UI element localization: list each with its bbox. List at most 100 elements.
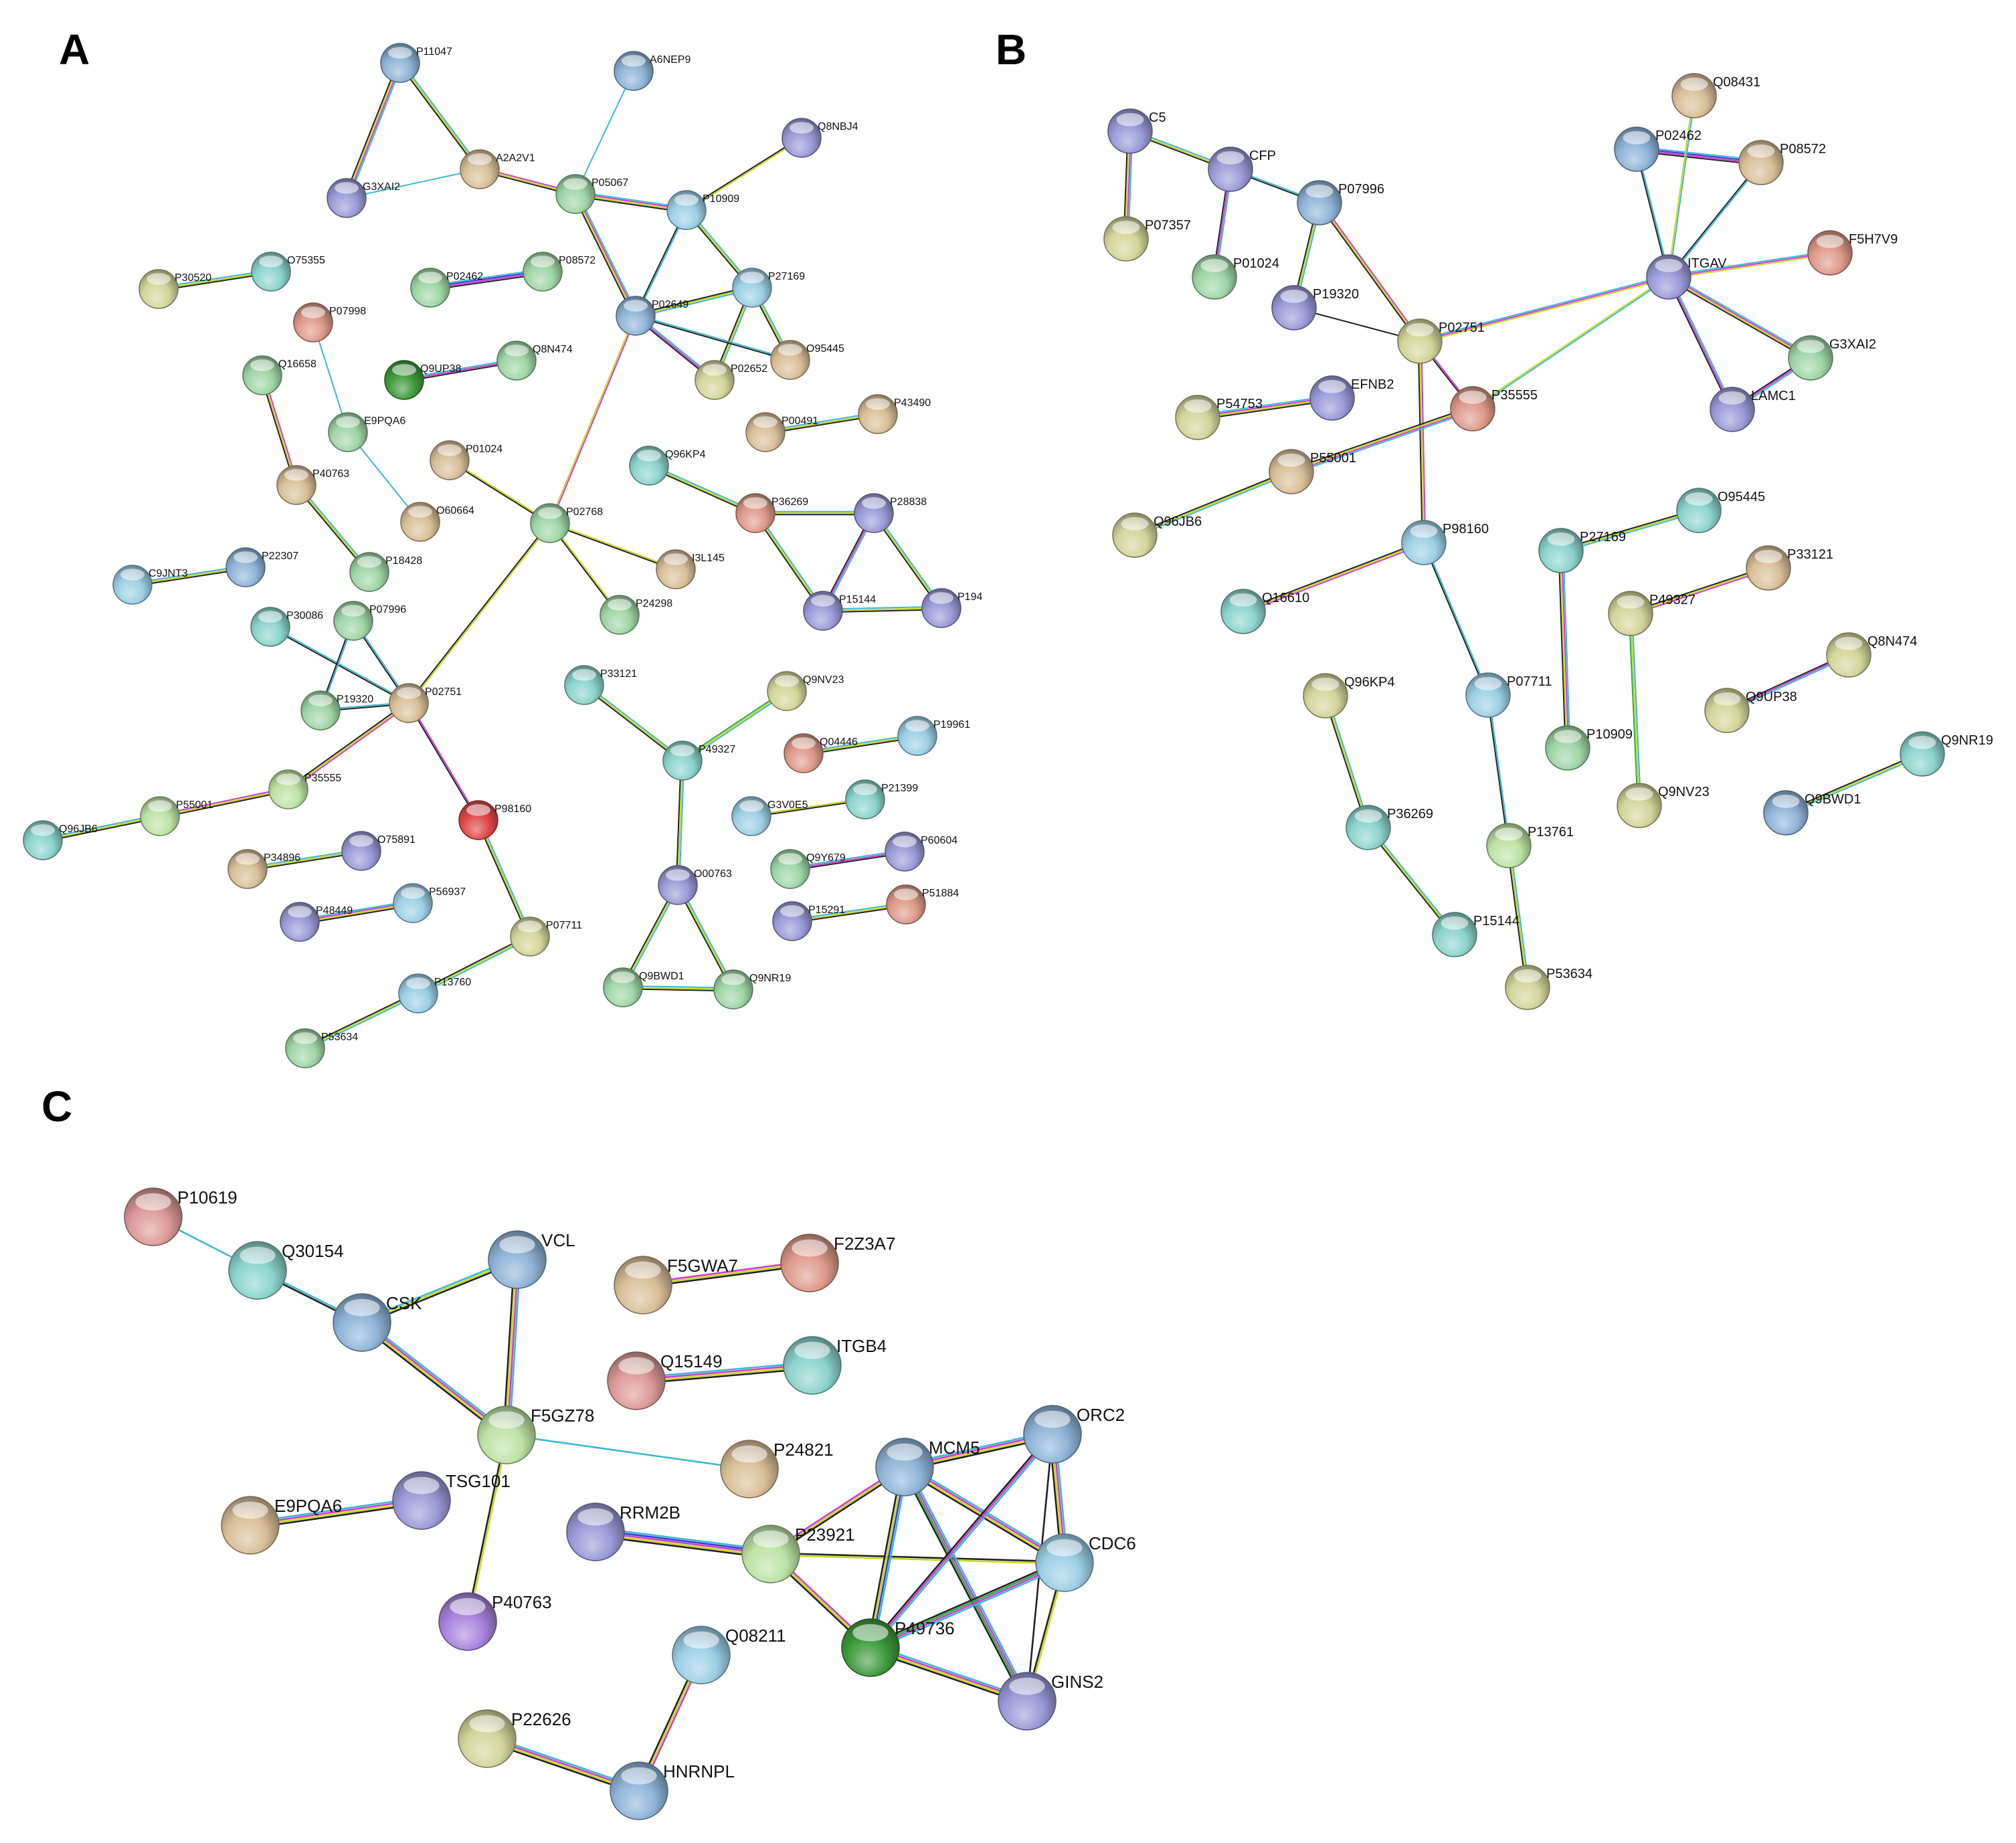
node-g3xai2[interactable]: G3XAI2 (327, 178, 400, 218)
node-p07357[interactable]: P07357 (1103, 216, 1191, 262)
node-a6nep9[interactable]: A6NEP9 (614, 51, 691, 91)
node-hnrnpl[interactable]: HNRNPL (610, 1761, 735, 1820)
node-p18428[interactable]: P18428 (349, 552, 422, 592)
node-p55001[interactable]: P55001 (140, 796, 213, 836)
node-p40763[interactable]: P40763 (438, 1592, 552, 1651)
node-p02649[interactable]: P02649 (616, 296, 689, 336)
node-f2z3a7[interactable]: F2Z3A7 (780, 1234, 896, 1292)
node-p49327[interactable]: P49327 (1608, 591, 1696, 636)
node-q8n474[interactable]: Q8N474 (496, 341, 573, 381)
node-p36269[interactable]: P36269 (735, 493, 808, 533)
node-orc2[interactable]: ORC2 (1023, 1405, 1125, 1464)
node-i3l145[interactable]: I3L145 (656, 549, 725, 589)
node-p00491[interactable]: P00491 (745, 412, 818, 452)
node-csk[interactable]: CSK (333, 1293, 422, 1352)
node-p02652[interactable]: P02652 (695, 360, 767, 400)
node-p28838[interactable]: P28838 (854, 493, 927, 533)
node-p49327[interactable]: P49327 (662, 741, 735, 781)
node-p27169[interactable]: P27169 (732, 268, 805, 308)
node-itgav[interactable]: ITGAV (1646, 254, 1727, 300)
node-p11047[interactable]: P11047 (380, 43, 452, 83)
node-f5gz78[interactable]: F5GZ78 (477, 1405, 594, 1464)
node-vcl[interactable]: VCL (488, 1230, 575, 1289)
node-p19320[interactable]: P19320 (300, 690, 373, 731)
node-gins2[interactable]: GINS2 (998, 1672, 1103, 1731)
node-p33121[interactable]: P33121 (564, 665, 637, 705)
node-p07711[interactable]: P07711 (1465, 672, 1552, 718)
node-p194[interactable]: P194 (921, 588, 982, 628)
node-p43490[interactable]: P43490 (858, 394, 931, 434)
node-p02768[interactable]: P02768 (530, 503, 603, 543)
node-p24821[interactable]: P24821 (720, 1440, 834, 1498)
node-p22307[interactable]: P22307 (225, 547, 298, 587)
node-p19320[interactable]: P19320 (1271, 285, 1359, 330)
node-p60604[interactable]: P60604 (885, 832, 957, 872)
node-p23921[interactable]: P23921 (741, 1525, 855, 1583)
node-q9nv23[interactable]: Q9NV23 (1617, 783, 1710, 828)
node-a2a2v1[interactable]: A2A2V1 (460, 149, 535, 189)
node-q96kp4[interactable]: Q96KP4 (1303, 673, 1395, 718)
node-p30086[interactable]: P30086 (250, 607, 323, 647)
node-p53634[interactable]: P53634 (285, 1028, 358, 1068)
node-e9pqa6[interactable]: E9PQA6 (221, 1496, 342, 1555)
node-cdc6[interactable]: CDC6 (1035, 1533, 1136, 1592)
node-p07998[interactable]: P07998 (293, 302, 366, 343)
node-p35555[interactable]: P35555 (1450, 386, 1538, 431)
node-p01024[interactable]: P01024 (430, 440, 502, 480)
node-q9nv23[interactable]: Q9NV23 (767, 671, 844, 711)
node-p08572[interactable]: P08572 (1738, 140, 1826, 185)
node-p01024[interactable]: P01024 (1192, 254, 1279, 300)
node-p48449[interactable]: P48449 (280, 902, 353, 942)
node-q08211[interactable]: Q08211 (672, 1626, 786, 1684)
node-efnb2[interactable]: EFNB2 (1309, 375, 1394, 421)
node-p15144[interactable]: P15144 (1432, 912, 1520, 957)
node-p40763[interactable]: P40763 (276, 465, 349, 505)
node-q30154[interactable]: Q30154 (228, 1241, 344, 1300)
node-p55001[interactable]: P55001 (1269, 449, 1356, 494)
node-p24298[interactable]: P24298 (600, 595, 672, 635)
node-q9up38[interactable]: Q9UP38 (384, 360, 461, 400)
node-p10909[interactable]: P10909 (1545, 725, 1633, 771)
node-itgb4[interactable]: ITGB4 (783, 1336, 887, 1395)
node-c5[interactable]: C5 (1107, 108, 1166, 154)
node-o00763[interactable]: O00763 (658, 865, 732, 905)
node-o75355[interactable]: O75355 (251, 252, 325, 292)
node-lamc1[interactable]: LAMC1 (1710, 387, 1796, 432)
node-p34896[interactable]: P34896 (227, 849, 300, 889)
node-p02462[interactable]: P02462 (1614, 126, 1702, 172)
node-p19961[interactable]: P19961 (897, 716, 970, 756)
node-p02751[interactable]: P02751 (389, 683, 462, 723)
node-p54753[interactable]: P54753 (1175, 395, 1263, 440)
node-p10619[interactable]: P10619 (124, 1187, 238, 1246)
node-p08572[interactable]: P08572 (523, 252, 595, 292)
node-p07996[interactable]: P07996 (333, 601, 406, 641)
node-o75891[interactable]: O75891 (341, 831, 416, 871)
node-q08431[interactable]: Q08431 (1671, 73, 1760, 118)
node-p10909[interactable]: P10909 (666, 190, 739, 230)
node-p98160[interactable]: P98160 (458, 800, 531, 840)
node-f5h7v9[interactable]: F5H7V9 (1807, 230, 1898, 276)
node-g3xai2[interactable]: G3XAI2 (1788, 335, 1876, 381)
node-p02751[interactable]: P02751 (1397, 318, 1485, 364)
node-p56937[interactable]: P56937 (393, 883, 466, 923)
node-p27169[interactable]: P27169 (1538, 528, 1626, 573)
node-q9y679[interactable]: Q9Y679 (770, 849, 846, 889)
node-q9bwd1[interactable]: Q9BWD1 (1763, 790, 1861, 836)
node-q8nbj4[interactable]: Q8NBJ4 (782, 118, 858, 158)
node-p51884[interactable]: P51884 (886, 884, 959, 925)
node-p13761[interactable]: P13761 (1486, 823, 1574, 868)
node-q96jb6[interactable]: Q96JB6 (23, 820, 98, 860)
node-p02462[interactable]: P02462 (410, 268, 483, 308)
node-p98160[interactable]: P98160 (1401, 520, 1489, 565)
node-p07996[interactable]: P07996 (1297, 180, 1384, 225)
node-q9up38[interactable]: Q9UP38 (1704, 688, 1797, 733)
node-q96kp4[interactable]: Q96KP4 (629, 446, 706, 486)
node-tsg101[interactable]: TSG101 (392, 1471, 511, 1530)
node-g3v0e5[interactable]: G3V0E5 (731, 796, 808, 836)
node-e9pqa6[interactable]: E9PQA6 (328, 412, 405, 452)
node-q9nr19[interactable]: Q9NR19 (713, 969, 791, 1009)
node-p36269[interactable]: P36269 (1346, 805, 1433, 850)
node-q8n474[interactable]: Q8N474 (1826, 632, 1918, 678)
node-f5gwa7[interactable]: F5GWA7 (614, 1256, 738, 1315)
node-p33121[interactable]: P33121 (1746, 545, 1833, 591)
